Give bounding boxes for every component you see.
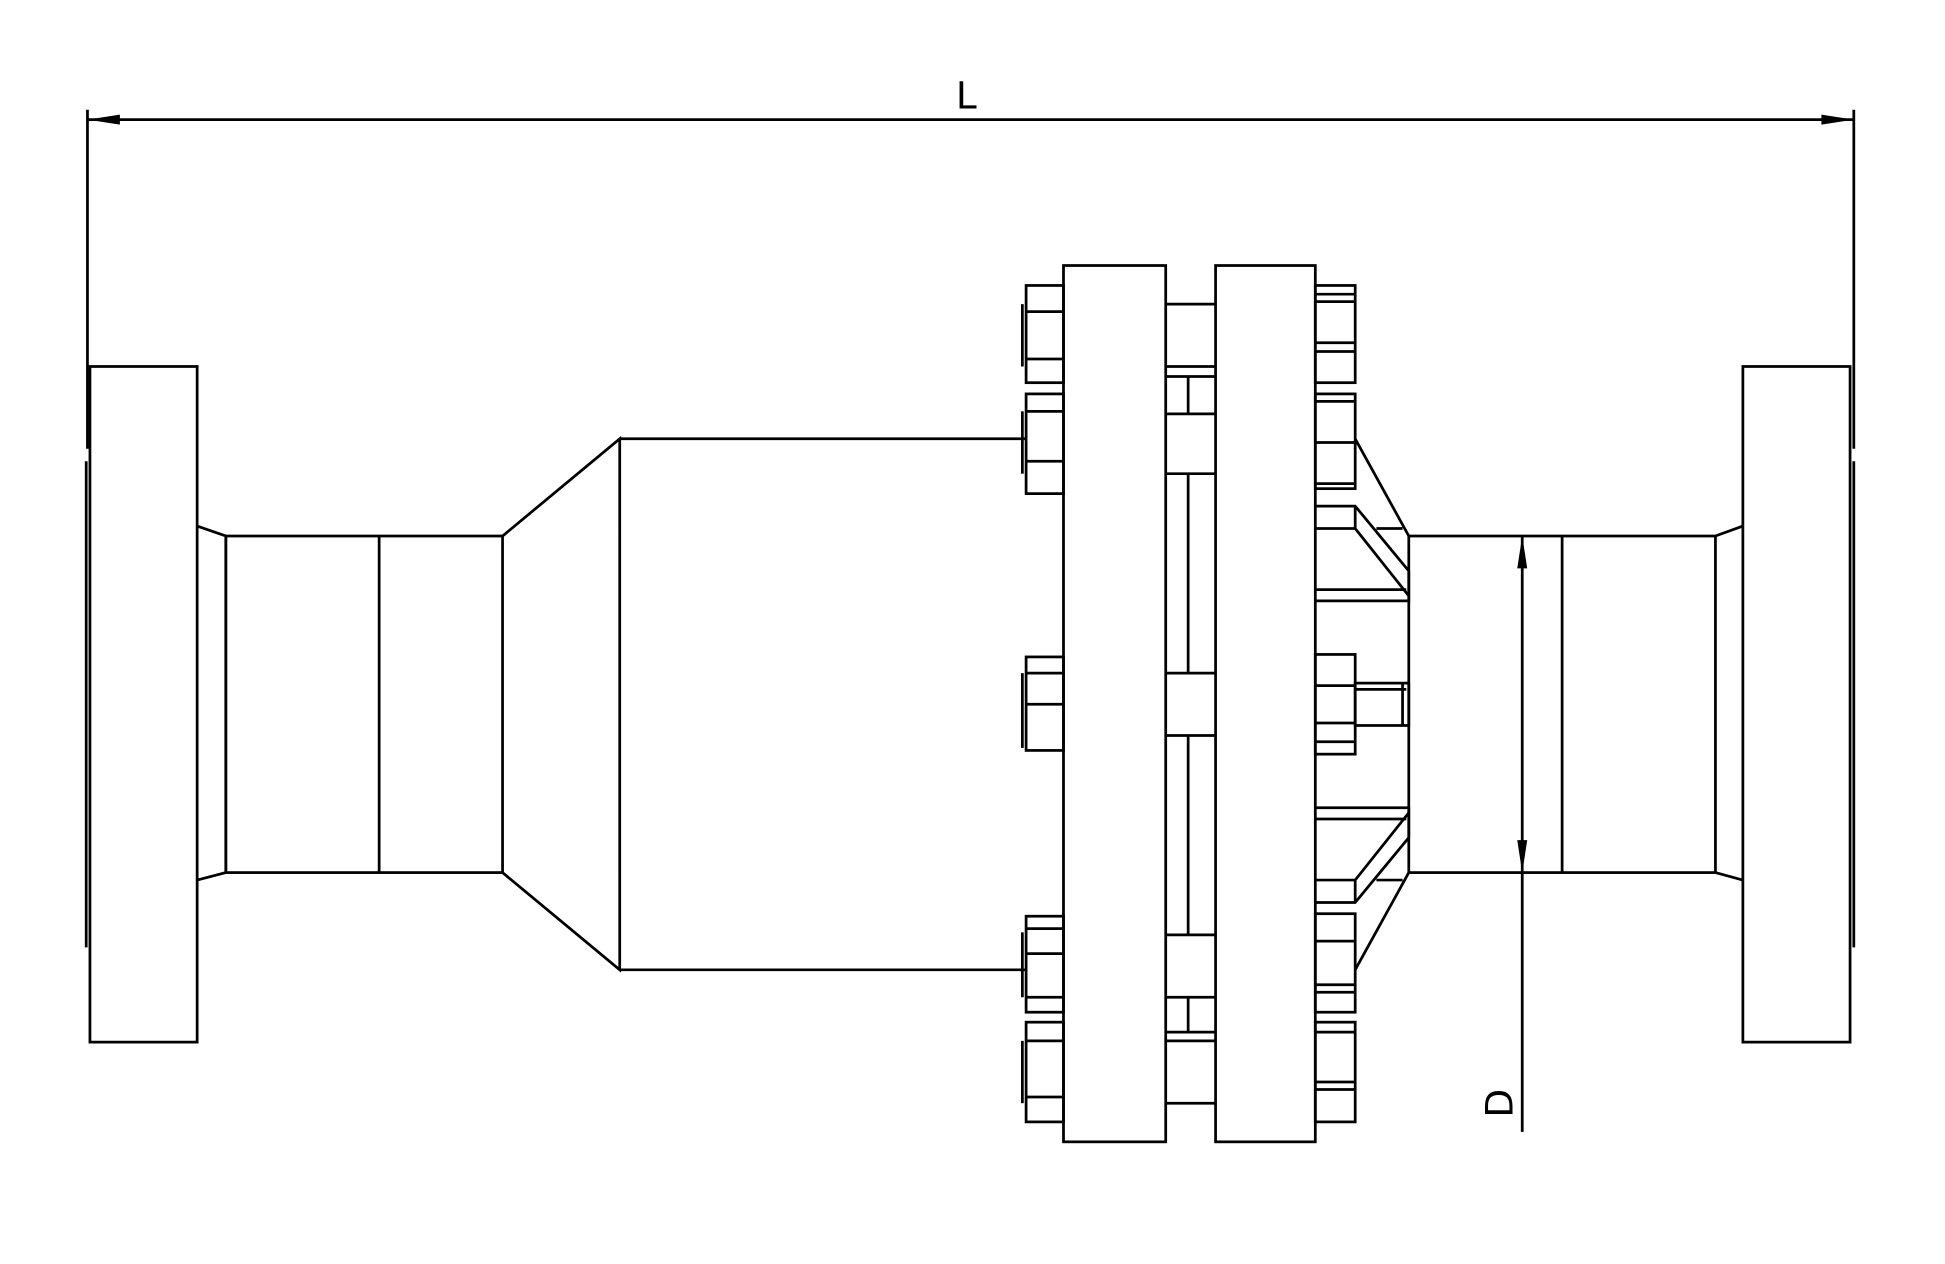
inlet-flange: [88, 365, 199, 1044]
length-dimension: L: [86, 73, 1856, 449]
arrow-right-icon: [1821, 114, 1854, 125]
arrow-left-icon: [87, 114, 120, 125]
label-d: D: [1477, 1089, 1521, 1118]
inlet-section: [84, 365, 1027, 1044]
diameter-dimension: D: [1477, 536, 1528, 1132]
reducer-cone: [501, 435, 622, 973]
arrow-up-icon: [1517, 536, 1528, 569]
left-bolt-heads: [1020, 284, 1065, 1124]
arrow-down-icon: [1517, 840, 1528, 873]
label-l: L: [956, 73, 977, 117]
outlet-section: [1407, 365, 1856, 1044]
center-flange-assembly: [1062, 264, 1317, 1144]
flange-plate-right: [1214, 264, 1317, 1144]
flow-vanes: [1315, 438, 1411, 971]
outlet-flange: [1741, 365, 1852, 1044]
right-nuts: [1313, 284, 1411, 1124]
inlet-pipe: [224, 534, 504, 874]
flange-plate-left: [1062, 264, 1168, 1144]
